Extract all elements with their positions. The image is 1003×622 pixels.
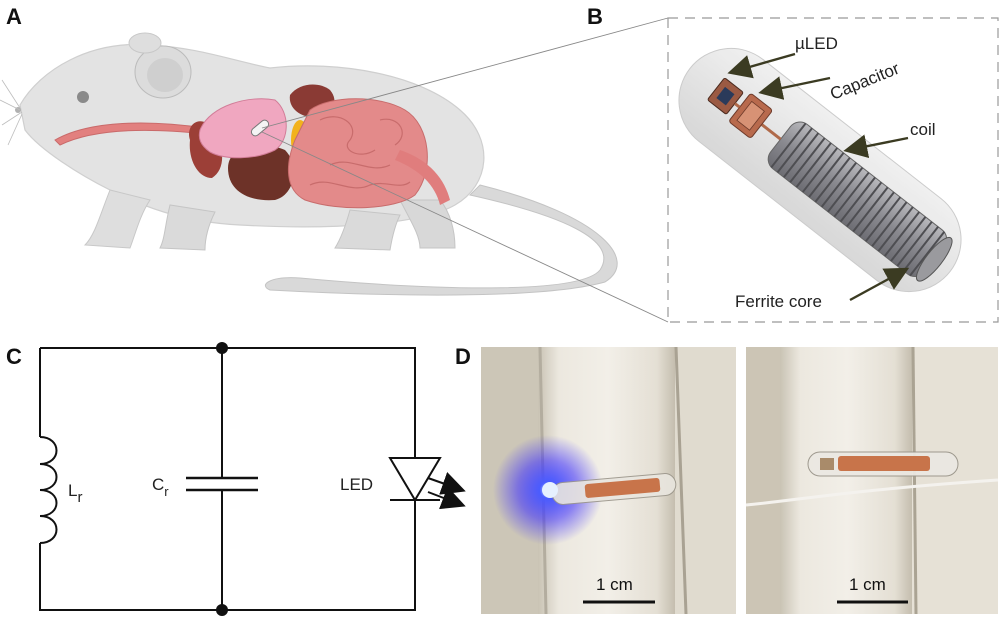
mouse-hind-leg — [334, 209, 401, 251]
panel-letter-d: D — [455, 344, 471, 369]
coil-windings — [770, 122, 946, 277]
inductor-symbol — [39, 436, 58, 544]
mouse-eye — [77, 91, 89, 103]
inductor-label: Lr — [68, 481, 82, 506]
photo-1-scale-label: 1 cm — [596, 575, 633, 594]
uled-die — [716, 86, 735, 106]
arrow-coil — [843, 134, 909, 159]
ferrite-core-end — [915, 236, 953, 282]
mouse-tail — [264, 184, 618, 296]
photo-2-thread — [745, 478, 999, 507]
mouse-ear-inner — [147, 58, 183, 92]
panel-letter-b: B — [587, 4, 603, 29]
photo-1-fold — [674, 346, 688, 615]
mouse-front-leg-2 — [159, 204, 216, 251]
organ-stomach — [198, 98, 287, 159]
panel-letter-c: C — [6, 344, 22, 369]
intestine-folds — [309, 116, 411, 189]
mouse-whiskers — [0, 79, 23, 146]
photo-led-on: 1 cm — [481, 346, 736, 615]
circuit-node-bottom — [216, 604, 228, 616]
led-diode-triangle — [388, 457, 442, 502]
label-ferrite-core: Ferrite core — [735, 292, 822, 311]
label-capacitor: Capacitor — [827, 59, 902, 104]
mouse-ear-back — [128, 32, 162, 54]
arrow-uled — [727, 52, 796, 79]
photo-led-off: 1 cm — [745, 346, 999, 615]
organ-colon — [395, 150, 450, 205]
organ-liver — [228, 145, 294, 201]
photo-2-fold — [911, 346, 918, 615]
photo-2-device-coil — [838, 456, 930, 471]
implant-device — [250, 119, 270, 137]
photo-2-fabric-left — [746, 347, 786, 614]
label-uled: µLED — [795, 34, 838, 53]
device-rendering — [678, 47, 962, 293]
photo-2-scale-label: 1 cm — [849, 575, 886, 594]
device-wire — [759, 122, 782, 141]
panel-letter-a: A — [6, 4, 22, 29]
photo-1-device-coil — [584, 477, 661, 498]
led-emission-arrow-1 — [427, 472, 466, 495]
panel-a: A — [0, 4, 669, 323]
zoom-line-bottom — [261, 131, 669, 323]
mouse-front-leg — [83, 189, 151, 249]
arrow-ferrite-core — [849, 267, 910, 302]
capacitor-face — [736, 100, 765, 131]
panel-b: B — [587, 4, 999, 323]
mouse-hind-leg-2 — [399, 199, 456, 249]
panel-d: D 1 cm — [455, 344, 999, 615]
led-label: LED — [340, 475, 373, 494]
photo-1-led-dot — [542, 482, 558, 498]
arrow-capacitor — [758, 76, 831, 100]
photo-2-fabric-roll — [780, 347, 915, 614]
zoom-box — [667, 17, 999, 323]
capacitor-label: Cr — [152, 475, 169, 499]
zoom-line-top — [261, 17, 669, 129]
photo-2-device-led — [820, 458, 834, 470]
led-emission-arrow-2 — [427, 486, 466, 510]
circuit-node-top — [216, 342, 228, 354]
mouse-illustration — [0, 32, 618, 296]
label-coil: coil — [910, 120, 936, 139]
panel-c: C Lr Cr LED — [6, 342, 466, 616]
device-wire-2 — [733, 102, 741, 109]
